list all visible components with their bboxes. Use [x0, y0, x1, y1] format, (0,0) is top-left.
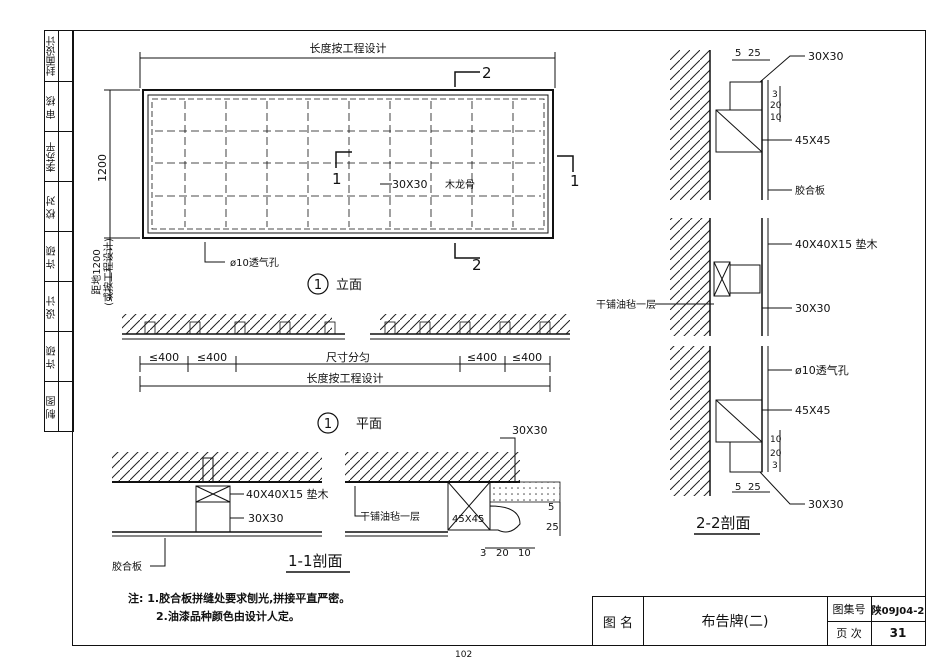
dim-22-v4: 10 — [770, 435, 782, 445]
label-wood-keel: 木龙骨 — [445, 178, 475, 191]
label-22-vent: ø10透气孔 — [795, 363, 849, 377]
label-trim-1-1: 30X30 — [512, 424, 548, 437]
dim-bottom-1: 3 — [480, 548, 486, 559]
general-notes: 注: 1.胶合板拼缝处要求刨光,拼接平直严密。 2.油漆品种颜色由设计人定。 — [128, 590, 350, 626]
label-batten: 30X30 — [392, 178, 428, 191]
sig-row: 许 硕 — [45, 331, 73, 382]
dim-length-top: 长度按工程设计 — [310, 41, 387, 55]
label-pad-block: 40X40X15 垫木 — [246, 487, 329, 501]
dim-top-5: 5 — [735, 48, 741, 59]
dim-length-plan: 长度按工程设计 — [307, 371, 384, 385]
dim-bot-5: 5 — [735, 482, 741, 493]
label-22-trim-top: 30X30 — [808, 50, 844, 63]
plan-battens — [144, 321, 551, 335]
label-22-plywood: 胶合板 — [795, 184, 825, 197]
notes-prefix: 注: — [128, 592, 144, 605]
drawing-title: 布告牌(二) — [643, 597, 828, 645]
label-plywood: 胶合板 — [112, 560, 142, 573]
dim-spacing-2: ≤400 — [197, 351, 227, 364]
plan-caption: 平面 — [356, 417, 382, 432]
sig-row: 李苏平 — [45, 131, 73, 182]
page-number: 31 — [889, 626, 907, 640]
sig-row: 校 对 — [45, 181, 73, 232]
dim-22-v3: 10 — [770, 113, 782, 123]
hidden-batten-grid — [155, 101, 541, 227]
sig-row: 封面设计 — [45, 31, 73, 81]
plan-view: ≤400 ≤400 尺寸分匀 ≤400 ≤400 长度按工程设计 1 平面 — [122, 314, 570, 434]
label-22-batten: 30X30 — [795, 302, 831, 315]
dim-spacing-1: ≤400 — [149, 351, 179, 364]
section-1-1: 40X40X15 垫木 30X30 胶合板 干铺油毡一层 45X45 30X30… — [112, 424, 561, 573]
atlas-number: 陕09J04-2 — [871, 597, 925, 622]
label-batten-1-1: 30X30 — [248, 512, 284, 525]
plan-caption-number: 1 — [324, 417, 332, 432]
dim-bottom-2: 20 — [496, 548, 509, 559]
dim-spacing-equal: 尺寸分匀 — [326, 350, 370, 364]
section-2-2: 5 25 30X30 3 20 10 45X45 胶合板 40X40X15 垫木… — [596, 48, 878, 535]
dim-22-v5: 20 — [770, 449, 782, 459]
dim-bot-25: 25 — [748, 482, 761, 493]
section-mark-2-top: 2 — [482, 64, 492, 82]
label-22-frame-top: 45X45 — [795, 134, 831, 147]
dim-spacing-3: ≤400 — [467, 351, 497, 364]
label-frame-1-1: 45X45 — [452, 514, 484, 525]
elevation-caption: 立面 — [336, 278, 362, 293]
dim-spacing-4: ≤400 — [512, 351, 542, 364]
sig-row: 审 核 — [45, 81, 73, 132]
dim-height: 1200 — [96, 154, 109, 182]
dim-mount-note: (或按工程设计) — [102, 238, 115, 306]
dim-bottom-3: 10 — [518, 548, 531, 559]
section-mark-2-bottom: 2 — [472, 256, 482, 274]
label-22-trim-bot: 30X30 — [808, 498, 844, 511]
page-footer: 102 — [455, 650, 473, 660]
label-22-felt: 干铺油毡一层 — [596, 298, 656, 311]
label-felt-1-1: 干铺油毡一层 — [360, 510, 420, 523]
section-mark-1-right: 1 — [570, 172, 580, 190]
dim-22-v6: 3 — [772, 461, 778, 471]
note-2: 2.油漆品种颜色由设计人定。 — [156, 610, 300, 623]
label-22-pad: 40X40X15 垫木 — [795, 237, 878, 251]
dim-top-25: 25 — [748, 48, 761, 59]
section-2-2-caption: 2-2剖面 — [696, 514, 751, 532]
elevation-caption-number: 1 — [314, 278, 322, 293]
label-vent-hole: ø10透气孔 — [230, 256, 279, 269]
dim-mount-height: 距地1200 — [90, 249, 103, 294]
title-label: 图 名 — [593, 597, 644, 645]
note-1: 1.胶合板拼缝处要求刨光,拼接平直严密。 — [147, 592, 351, 605]
dim-right-1: 5 — [548, 502, 554, 513]
dim-right-2: 25 — [546, 522, 559, 533]
sig-row: 许 硕 — [45, 231, 73, 282]
sig-row: 制 图 — [45, 381, 73, 432]
signature-strip: 封面设计 审 核 李苏平 校 对 许 硕 设 计 许 硕 制 图 — [44, 30, 74, 432]
section-1-1-caption: 1-1剖面 — [288, 552, 343, 570]
section-mark-1-left: 1 — [332, 170, 342, 188]
dim-22-v1: 3 — [772, 90, 778, 100]
elevation-view: 长度按工程设计 1200 — [90, 41, 580, 306]
sig-row: 设 计 — [45, 281, 73, 332]
atlas-label: 图集号 — [827, 597, 872, 622]
label-22-frame-bot: 45X45 — [795, 404, 831, 417]
title-block: 图 名 布告牌(二) 图集号 陕09J04-2 页 次 31 — [592, 596, 925, 645]
drawing-frame — [72, 30, 926, 646]
dim-22-v2: 20 — [770, 101, 782, 111]
page-label: 页 次 — [827, 621, 872, 645]
